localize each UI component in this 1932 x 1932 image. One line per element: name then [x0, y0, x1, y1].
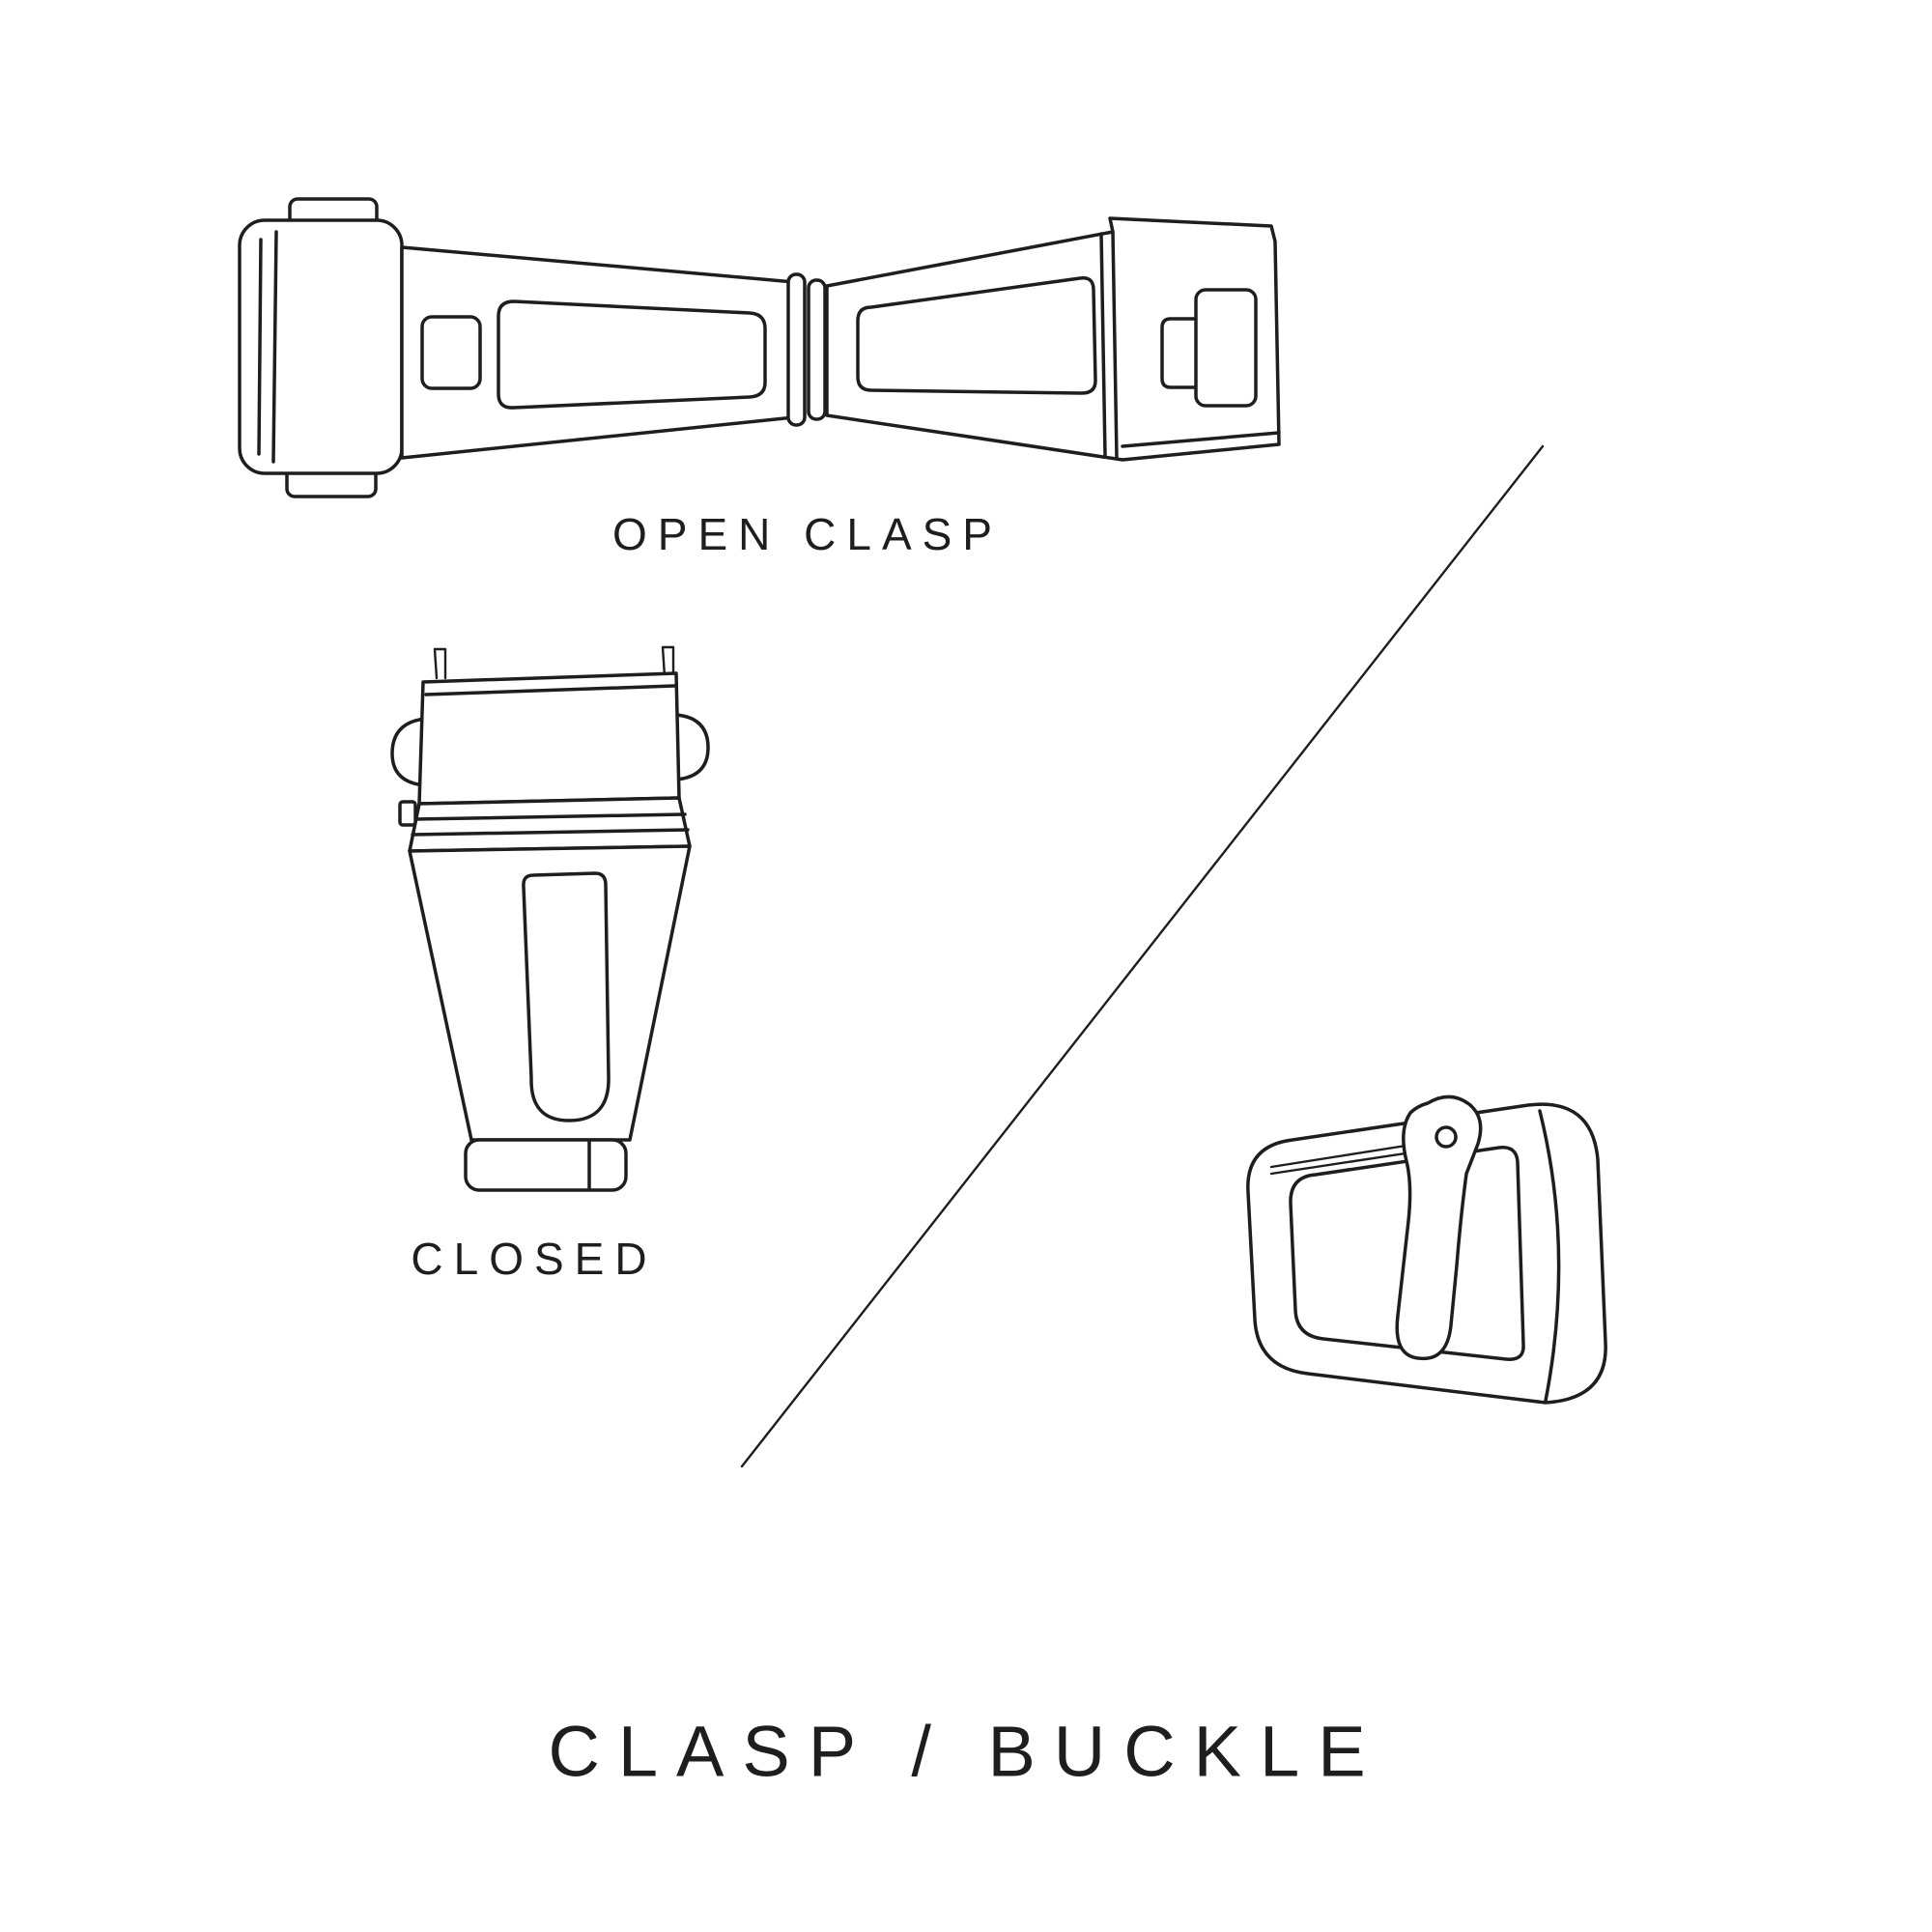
closed-label: CLOSED — [411, 1234, 658, 1284]
pin-buckle-illustration — [1246, 1094, 1607, 1405]
diagonal-divider-line — [740, 444, 1545, 1468]
closed-clasp-illustration — [390, 645, 710, 1192]
open-clasp-label: OPEN CLASP — [612, 509, 1003, 559]
open-clasp-illustration — [238, 197, 1281, 498]
diagram-title: CLASP / BUCKLE — [548, 1711, 1384, 1792]
